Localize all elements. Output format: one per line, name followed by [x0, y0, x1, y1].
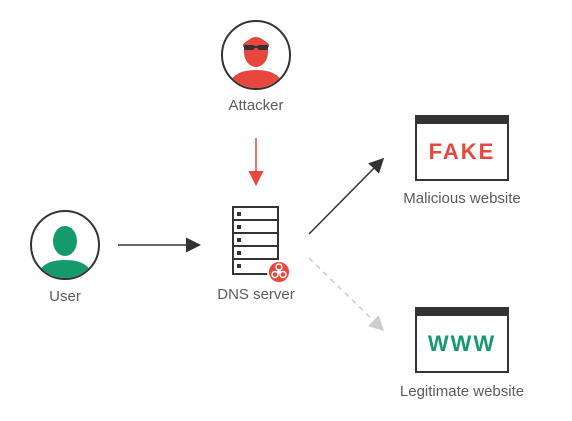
window-title-bar — [417, 309, 507, 316]
dns-to-malicious-arrow — [308, 157, 385, 235]
attacker-label: Attacker — [228, 97, 284, 114]
attacker-avatar-icon — [221, 20, 291, 90]
user-avatar-icon — [30, 210, 100, 280]
window-title-bar — [417, 117, 507, 124]
www-text: WWW — [427, 331, 497, 356]
malicious-website-window: FAKE — [415, 115, 509, 181]
legitimate-website-window: WWW — [415, 307, 509, 373]
legitimate-website-label: Legitimate website — [399, 383, 525, 400]
user-label: User — [49, 288, 81, 305]
fake-text: FAKE — [428, 139, 496, 164]
dns-server-label: DNS server — [217, 286, 295, 303]
malicious-website-label: Malicious website — [403, 190, 521, 207]
dns-to-legitimate-arrow — [308, 257, 385, 332]
dns-server-icon — [232, 206, 279, 275]
biohazard-icon — [267, 260, 291, 284]
